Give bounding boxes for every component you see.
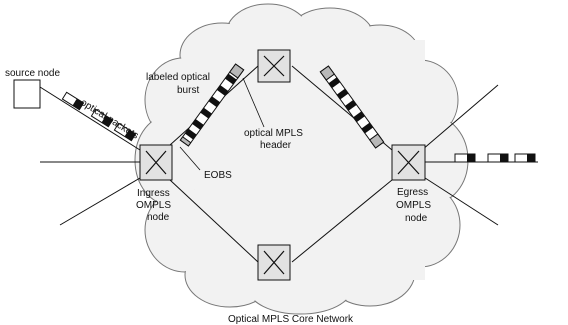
router-top-icon	[257, 49, 291, 83]
link-egress-lower-right	[421, 175, 499, 226]
ingress-label-line3: node	[147, 212, 170, 223]
eobs-pointer-line	[179, 146, 201, 171]
source-node-label: source node	[5, 68, 60, 79]
optical-packet-icon	[90, 108, 114, 128]
labeled-burst-label-line2: burst	[177, 85, 199, 96]
optical-packets-label: optical packets	[78, 97, 140, 141]
eobs-label: EOBS	[204, 170, 232, 181]
labeled-optical-burst-icon	[179, 63, 245, 147]
optical-packet-icon	[454, 153, 476, 163]
router-bottom-icon	[257, 244, 291, 281]
optical-packet-icon	[61, 91, 85, 111]
core-network-label: Optical MPLS Core Network	[228, 314, 354, 325]
optical-mpls-header-label-line1: optical MPLS	[244, 128, 303, 139]
header-pointer-line	[242, 77, 265, 128]
optical-packet-icon	[113, 122, 137, 142]
egress-label-line1: Egress	[397, 187, 428, 198]
link-bottom-egress	[291, 179, 393, 263]
optical-packet-icon	[514, 153, 536, 163]
link-egress-upper-right	[421, 84, 499, 151]
optical-packets-source	[61, 91, 137, 142]
link-ingress-bottom	[169, 179, 259, 263]
optical-packet-icon	[487, 153, 509, 163]
labeled-burst-label-line1: labeled optical	[146, 72, 210, 83]
ingress-label-line2: OMPLS	[136, 200, 171, 211]
optical-mpls-header-label-line2: header	[260, 140, 292, 151]
egress-label-line3: node	[405, 213, 428, 224]
router-egress-icon	[391, 144, 426, 181]
egress-label-line2: OMPLS	[396, 200, 431, 211]
link-lower-left-ingress	[59, 177, 141, 226]
optical-burst-egress-icon	[319, 65, 385, 149]
router-ingress-icon	[139, 144, 173, 181]
optical-packets-output	[454, 153, 536, 163]
ingress-label-line1: Ingress	[137, 188, 170, 199]
source-node-icon	[13, 79, 41, 109]
network-links	[39, 65, 538, 263]
link-source-ingress	[39, 86, 141, 151]
